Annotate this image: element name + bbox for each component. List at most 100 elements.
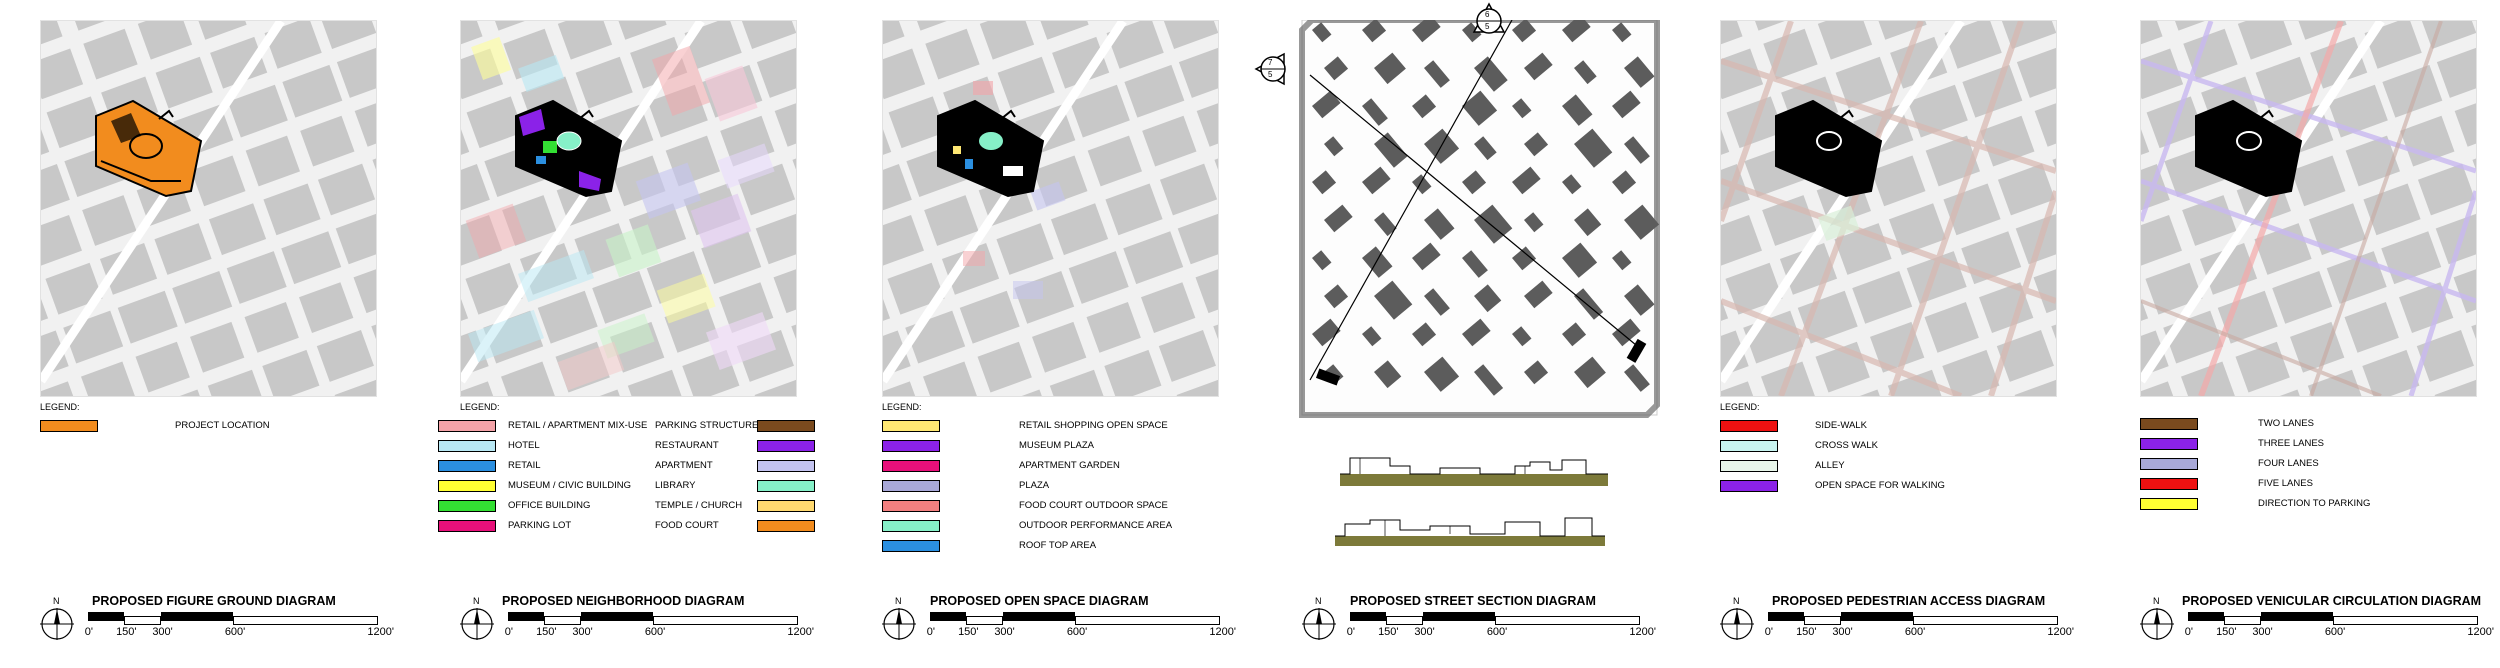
city-block: [461, 214, 502, 266]
legend-label: PLAZA: [1019, 480, 1050, 491]
legend-swatch: [438, 500, 496, 512]
city-block: [1158, 330, 1216, 382]
city-block: [1890, 36, 1948, 89]
city-block: [81, 361, 136, 396]
city-block: [2419, 21, 2476, 49]
building-shadow: [1474, 136, 1497, 161]
legend-label: FOUR LANES: [2258, 458, 2319, 469]
city-block: [1725, 262, 1783, 315]
building-shadow: [1374, 280, 1413, 320]
city-block: [1997, 163, 2056, 216]
city-block: [262, 349, 320, 396]
building-shadow: [1612, 318, 1641, 347]
city-block: [137, 21, 193, 60]
legend-title: LEGEND:: [40, 402, 80, 412]
city-block: [979, 21, 1035, 60]
legend-swatch: [438, 460, 496, 472]
legend-item: PARKING STRUCTURE: [655, 420, 815, 433]
city-block: [959, 290, 1020, 344]
city-block: [923, 361, 978, 396]
legend-item: FOOD COURT: [655, 520, 815, 533]
building-shadow: [1312, 22, 1332, 43]
north-arrow-icon: N: [2138, 596, 2176, 642]
city-block: [245, 135, 301, 187]
north-arrow-icon: N: [458, 596, 496, 642]
scale-segment: [580, 612, 653, 621]
city-block: [1142, 115, 1197, 167]
legend-item: FIVE LANES: [2140, 478, 2470, 491]
legend-label: MUSEUM / CIVIC BUILDING: [508, 480, 631, 491]
city-block: [135, 341, 190, 393]
city-block: [2416, 330, 2474, 382]
city-block: [755, 211, 796, 265]
scale-tick-label: 1200': [367, 626, 394, 638]
scale-tick-label: 1200': [1209, 626, 1236, 638]
building-shadow: [1474, 284, 1502, 313]
city-block: [1086, 302, 1141, 353]
building-shadow: [1324, 56, 1349, 81]
legend-label: TWO LANES: [2258, 418, 2314, 429]
legend-item: SIDE-WALK: [1720, 420, 2050, 433]
legend-label: TEMPLE / CHURCH: [655, 500, 743, 511]
legend-label: FOOD COURT OUTDOOR SPACE: [1019, 500, 1168, 511]
legend-item: PLAZA: [882, 480, 1212, 493]
scale-segment: [2260, 612, 2333, 621]
marker-top: 6: [1485, 10, 1490, 19]
building-shadow: [1462, 170, 1487, 195]
legend-swatch: [757, 420, 815, 432]
building-shadow: [1524, 52, 1553, 81]
scale-segment: [1075, 616, 1220, 625]
city-block: [1980, 115, 2035, 167]
scale-segment: [124, 616, 161, 625]
scale-segment: [966, 616, 1003, 625]
scale-tick-label: 300': [994, 626, 1015, 638]
city-block: [1996, 330, 2054, 382]
neighborhood-map: [460, 20, 797, 397]
open-space-overlay: [937, 81, 1066, 299]
city-base-map: [1721, 21, 2056, 396]
city-block: [996, 223, 1054, 275]
north-arrow-icon: N: [880, 596, 918, 642]
city-block: [281, 231, 342, 285]
building-shadow: [1462, 90, 1498, 126]
city-block: [2145, 262, 2203, 315]
scale-tick-label: 0': [1764, 626, 1773, 638]
building-shadow: [1462, 22, 1482, 43]
city-block: [1141, 282, 1196, 333]
legend-title: LEGEND:: [460, 402, 500, 412]
legend-swatch: [757, 460, 815, 472]
city-block: [45, 262, 103, 315]
diagram-title: PROPOSED VENICULAR CIRCULATION DIAGRAM: [2182, 594, 2482, 608]
street-elevation-lower: [1330, 512, 1610, 548]
city-block: [1032, 321, 1087, 373]
legend-swatch: [2140, 498, 2198, 510]
scale-tick-label: 600': [224, 626, 246, 638]
legend-item: MUSEUM PLAZA: [882, 440, 1212, 453]
legend-swatch: [2140, 438, 2198, 450]
legend-swatch: [2140, 458, 2198, 470]
legend-swatch: [2140, 418, 2198, 430]
legend-item: RETAIL / APARTMENT MIX-USE: [438, 420, 768, 433]
legend-item: ROOF TOP AREA: [882, 540, 1212, 553]
scale-segment: [1495, 616, 1640, 625]
diagram-title: PROPOSED STREET SECTION DIAGRAM: [1350, 594, 1596, 608]
legend-label: DIRECTION TO PARKING: [2258, 498, 2371, 509]
city-block: [210, 36, 268, 89]
city-block: [1052, 36, 1110, 89]
scale-tick-label: 600': [1904, 626, 1926, 638]
city-block: [208, 203, 267, 256]
city-block: [334, 377, 376, 396]
building-shadow: [1562, 242, 1598, 278]
vehicular-map: [2140, 20, 2477, 397]
legend-label: ALLEY: [1815, 460, 1845, 471]
legend-swatch: [2140, 478, 2198, 490]
section-shadow-map: [1292, 14, 1662, 420]
city-block: [244, 302, 299, 353]
vehicular-overlay: [2141, 21, 2476, 396]
legend-label: APARTMENT GARDEN: [1019, 460, 1120, 471]
scale-tick-label: 150': [2216, 626, 2237, 638]
building-shadow: [1412, 242, 1441, 271]
building-shadow: [1362, 246, 1393, 278]
marker-top: 7: [1268, 58, 1273, 67]
scale-tick-label: 0': [2184, 626, 2193, 638]
